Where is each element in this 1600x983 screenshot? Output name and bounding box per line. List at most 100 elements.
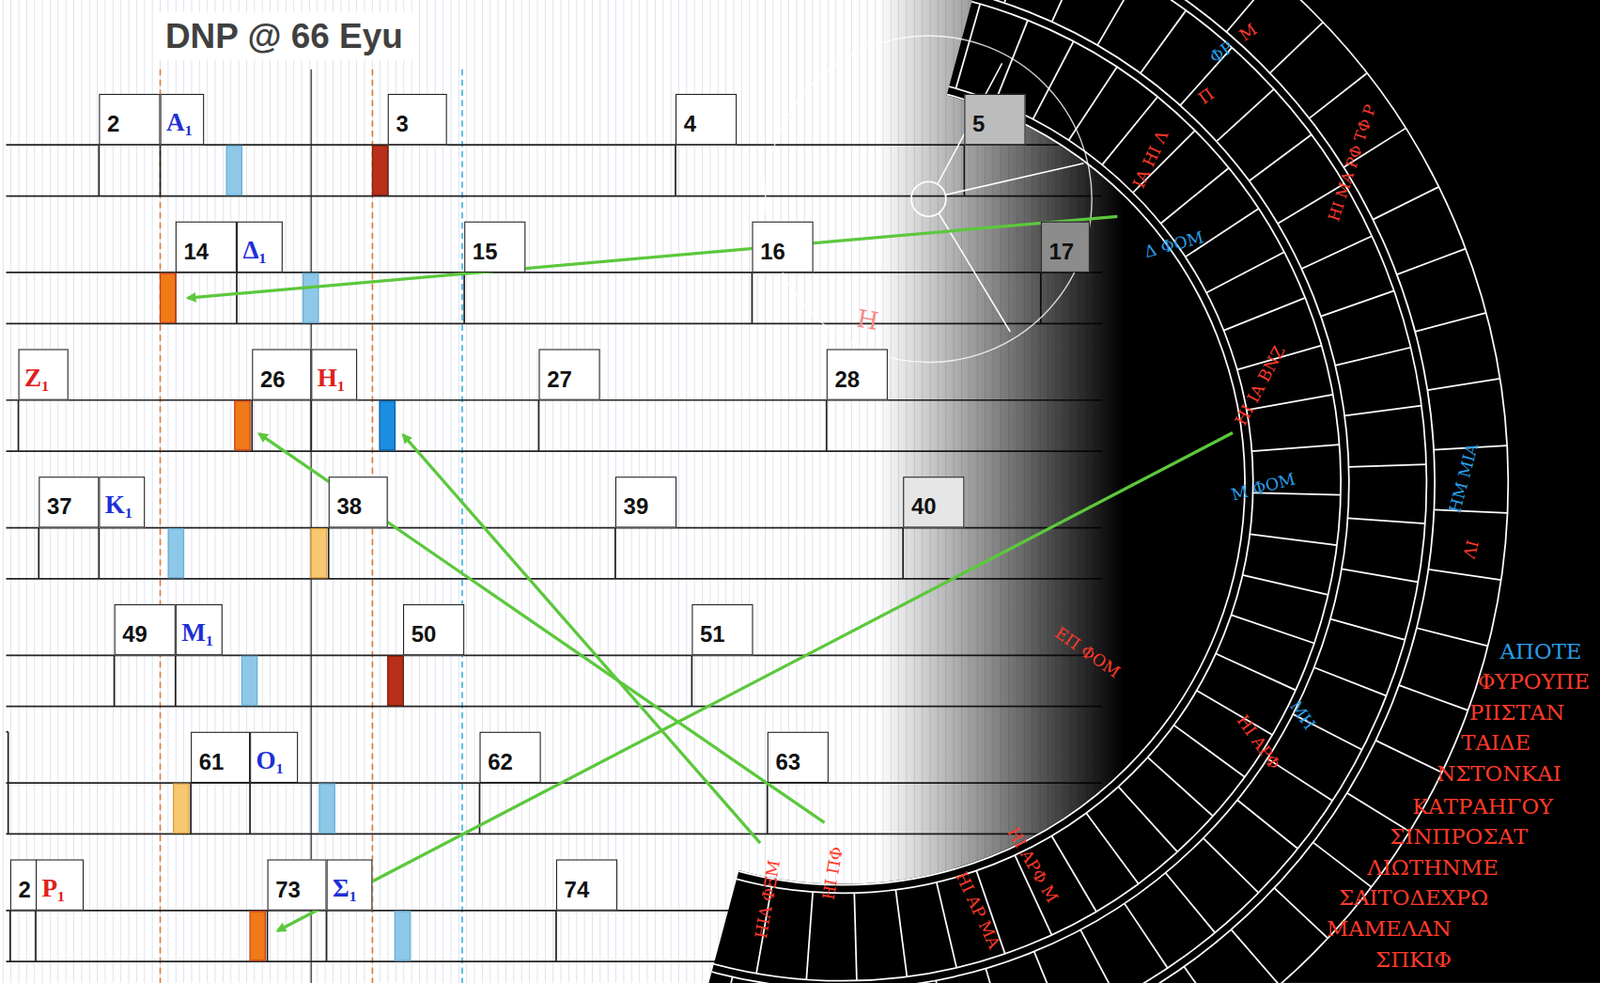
cell-divider: [1330, 619, 1406, 640]
dial-band: [310, 0, 1376, 983]
box-label: Η₁: [311, 357, 345, 392]
cell-divider: [1206, 251, 1285, 293]
box-number: 2: [11, 866, 32, 903]
box-step: [555, 910, 558, 962]
box-step: [614, 528, 617, 579]
cell-divider: [1140, 10, 1187, 74]
title: DNP @ 66 Eyu: [153, 12, 416, 61]
marker-bar: [379, 401, 395, 451]
number-box: 15: [464, 221, 526, 273]
cell-divider: [1414, 312, 1487, 332]
marker-bar: [310, 528, 327, 578]
cell-divider: [1270, 22, 1323, 74]
inscription-line: ΡΙΙΣΤΑΝ: [1469, 701, 1565, 724]
box-step: [159, 144, 162, 196]
inscription-line: ΣΙΝΠΡΟΣΑΤ: [1389, 826, 1528, 849]
box-number: 50: [403, 611, 436, 649]
marker-bar: [226, 145, 242, 195]
box-number: 15: [465, 228, 498, 265]
cell-divider: [1251, 444, 1339, 451]
cell-divider: [1237, 799, 1298, 849]
green-arrow: [403, 434, 761, 843]
inscription-line: ΦΥΡΟΥΠΕ: [1477, 671, 1590, 694]
cell-divider: [1080, 929, 1118, 983]
box-number: 62: [481, 738, 513, 776]
marker-bar: [241, 655, 257, 705]
number-box: 39: [615, 476, 677, 528]
box-label: Σ₁: [327, 867, 358, 902]
marker-bar: [249, 911, 265, 961]
cell-divider: [1183, 965, 1227, 982]
label-box: Η₁: [310, 348, 358, 400]
cell-divider: [1372, 186, 1439, 220]
cell-divider: [1203, 838, 1259, 893]
label-box: Σ₁: [326, 858, 373, 910]
number-box: 40: [902, 476, 964, 528]
box-label: Μ₁: [176, 612, 214, 648]
marker-bar: [160, 273, 176, 323]
dashed-marker: [461, 69, 464, 983]
number-box: 27: [538, 348, 600, 400]
label-box: Δ₁: [236, 221, 283, 273]
marker-bar: [303, 273, 319, 323]
cell-divider: [1118, 786, 1178, 852]
solid-marker: [310, 69, 312, 983]
hub: [911, 181, 947, 217]
inscription-line: ΜΑΜΕΛΑΝ: [1326, 917, 1452, 940]
label-box: Ο₁: [249, 731, 298, 783]
box-step: [34, 910, 37, 962]
box-step: [113, 654, 116, 706]
box-step: [751, 272, 754, 324]
cell-divider: [1032, 41, 1073, 120]
box-step: [766, 782, 769, 834]
cell-divider: [1428, 569, 1501, 580]
marker-bar: [168, 528, 184, 578]
green-arrow: [277, 433, 1233, 932]
box-edge: [7, 731, 10, 835]
box-number: 74: [557, 866, 590, 903]
bars: [160, 145, 411, 961]
faint-circle: [765, 35, 1093, 363]
green-arrow: [187, 216, 1118, 298]
number-box: 38: [328, 476, 389, 528]
cell-divider: [1160, 168, 1228, 224]
cell-divider: [1344, 405, 1422, 417]
number-box: 5: [963, 93, 1026, 145]
number-box: 73: [267, 858, 327, 910]
box-step: [248, 782, 251, 834]
box-number: 27: [540, 356, 573, 393]
number-box: 62: [479, 731, 541, 783]
number-box: 26: [251, 348, 311, 400]
number-box: 2: [98, 93, 160, 145]
box-number: 37: [39, 483, 72, 521]
inscription-line: ΣΠΚΙΦ: [1375, 948, 1452, 971]
box-number: 14: [176, 228, 209, 265]
cell-divider: [854, 892, 857, 980]
cell-divider: [1416, 627, 1489, 646]
cell-divider: [1230, 929, 1279, 983]
cell-divider: [1124, 902, 1168, 968]
box-number: 3: [388, 101, 409, 139]
box-label: Ζ₁: [19, 357, 50, 392]
cell-divider: [1097, 0, 1137, 46]
box-step: [266, 910, 269, 962]
cell-divider: [1348, 517, 1426, 524]
box-step: [97, 144, 100, 196]
box-step: [9, 910, 12, 962]
number-box: 17: [1040, 221, 1090, 273]
marker-bar: [319, 783, 335, 833]
inscription-line: ΚΑΤΡΑΗΓΟΥ: [1412, 795, 1554, 818]
cell-divider: [985, 968, 1008, 983]
number-box: 61: [190, 731, 250, 783]
label-box: Ρ₁: [35, 858, 84, 910]
number-box: 14: [175, 221, 237, 273]
inscription-line: ΣΑΙΤΟΔΕΧΡΩ: [1338, 887, 1489, 910]
box-number: 51: [692, 611, 725, 649]
cell-divider: [1433, 509, 1507, 513]
box-label: Ρ₁: [36, 867, 65, 902]
cell-divider: [1230, 614, 1314, 643]
box-number: 49: [115, 611, 148, 649]
box-number: 63: [768, 738, 801, 776]
inscription-line: ΤΑΙΔΕ: [1460, 732, 1531, 755]
inscription-line: ΛΙΩΤΗΝΜΕ: [1366, 856, 1498, 879]
